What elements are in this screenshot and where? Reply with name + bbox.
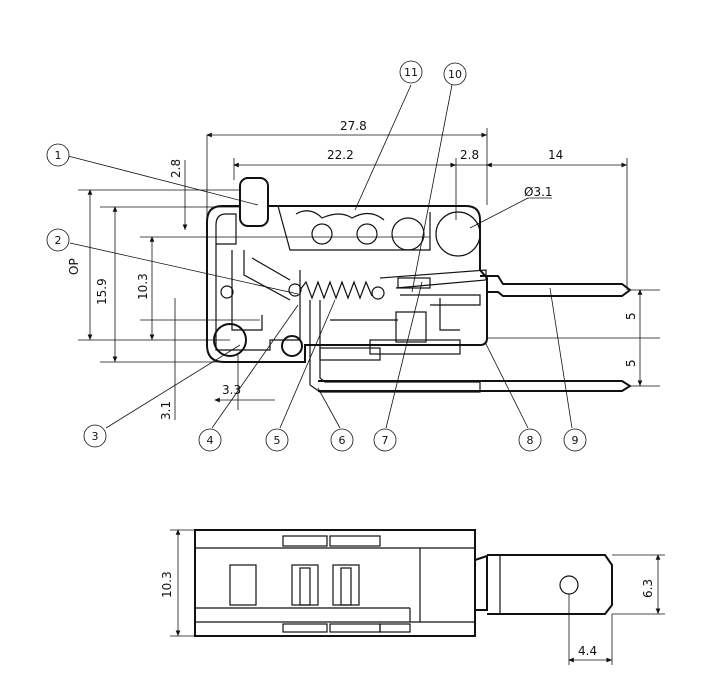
dim-14: 14 (548, 148, 563, 162)
callout-4: 4 (207, 434, 214, 447)
dimension-lines (78, 128, 660, 420)
switch-bottom-view (170, 529, 665, 665)
dim-bottom-10-3: 10.3 (160, 571, 174, 598)
dim-6-3: 6.3 (641, 579, 655, 598)
dim-hole-diameter: Ø3.1 (524, 185, 553, 199)
callout-9: 9 (572, 434, 579, 447)
callout-6: 6 (339, 434, 346, 447)
dim-27-8: 27.8 (340, 119, 367, 133)
dim-2-8-left: 2.8 (169, 159, 183, 178)
dim-op: OP (67, 258, 81, 275)
dim-pitch-lower: 5 (624, 359, 638, 367)
callout-8: 8 (527, 434, 534, 447)
dim-4-4: 4.4 (578, 644, 597, 658)
dim-2-8-right: 2.8 (460, 148, 479, 162)
callout-5: 5 (274, 434, 281, 447)
callout-7: 7 (382, 434, 389, 447)
switch-body (206, 177, 632, 393)
callout-2: 2 (55, 234, 62, 247)
dim-3-1: 3.1 (159, 401, 173, 420)
dim-pitch-upper: 5 (624, 312, 638, 320)
callouts: 1 2 3 4 5 6 7 8 9 10 11 (46, 60, 587, 452)
callout-11: 11 (404, 66, 418, 79)
dim-15-9: 15.9 (95, 278, 109, 305)
dim-10-3: 10.3 (136, 273, 150, 300)
dim-22-2: 22.2 (327, 148, 354, 162)
callout-3: 3 (92, 430, 99, 443)
callout-1: 1 (55, 149, 62, 162)
callout-10: 10 (448, 68, 462, 81)
